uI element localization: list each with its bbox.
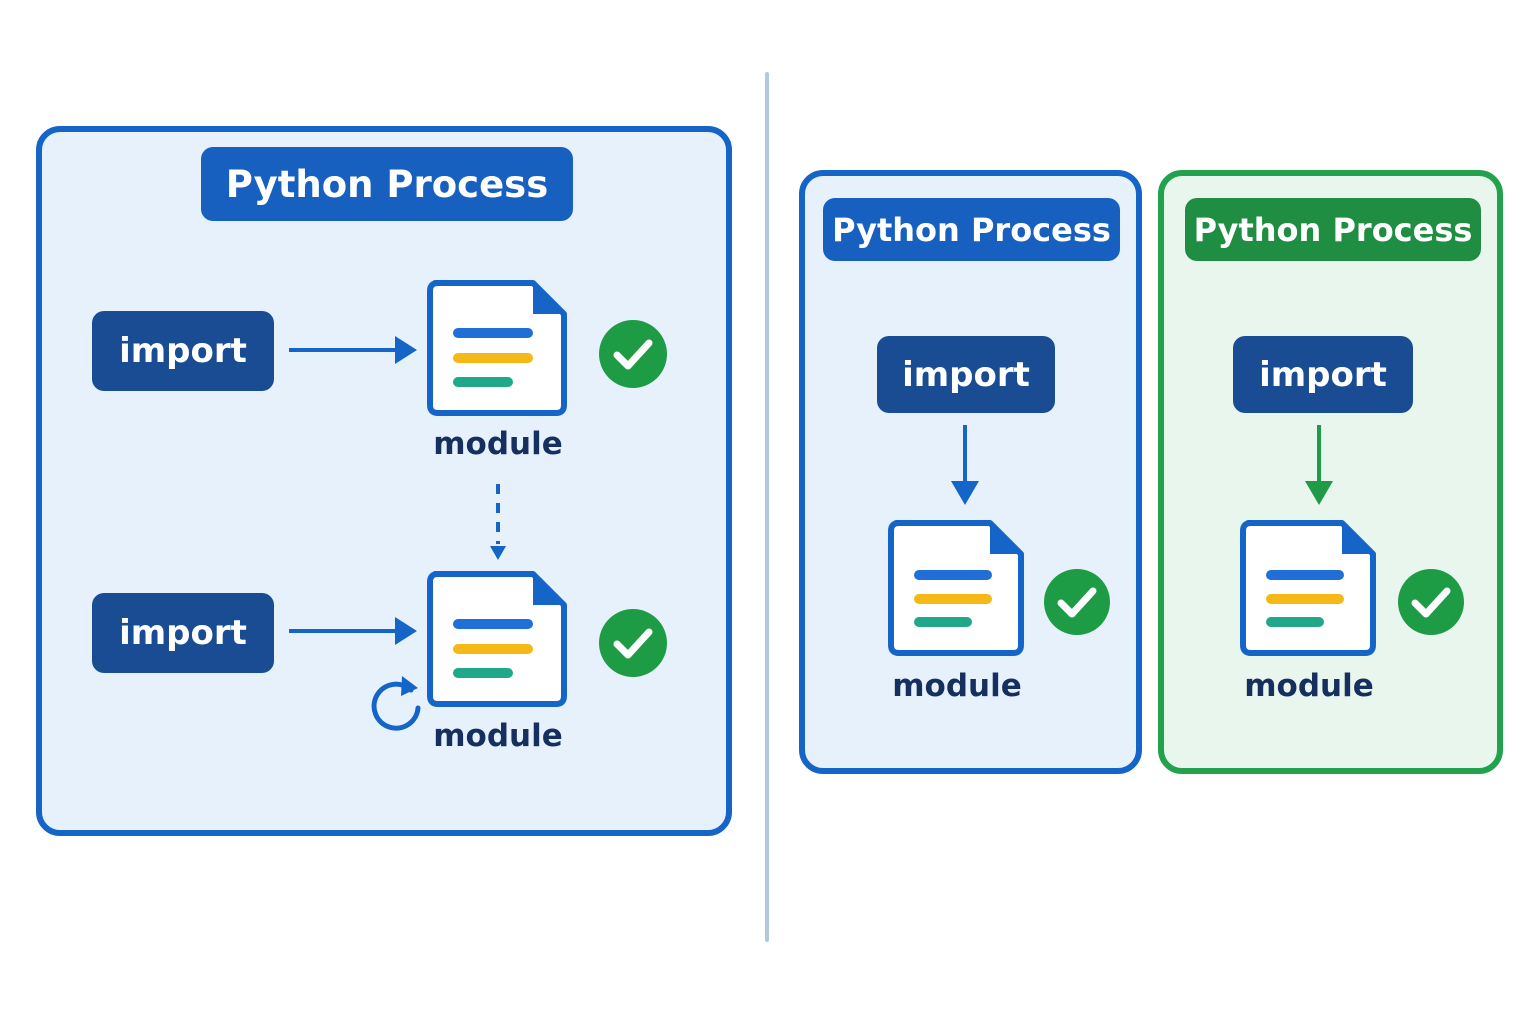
process-box-blue xyxy=(799,170,1142,774)
arrow-down xyxy=(951,425,979,505)
dashed-arrow-down xyxy=(490,484,506,560)
check-icon xyxy=(599,609,667,677)
reload-icon xyxy=(371,676,421,731)
module-label: module xyxy=(1244,668,1374,704)
module-file-icon xyxy=(427,280,567,416)
import-box: import xyxy=(1233,336,1413,413)
left-process-box xyxy=(36,126,732,836)
process-title-green: Python Process xyxy=(1185,198,1481,261)
arrow-right xyxy=(289,617,417,645)
import-box: import xyxy=(877,336,1055,413)
arrow-right xyxy=(289,336,417,364)
process-box-green xyxy=(1158,170,1503,774)
module-label: module xyxy=(892,668,1022,704)
module-label: module xyxy=(433,426,563,462)
import-box: import xyxy=(92,311,274,391)
left-process-title: Python Process xyxy=(201,147,573,221)
process-title-blue: Python Process xyxy=(823,198,1120,261)
import-box: import xyxy=(92,593,274,673)
check-icon xyxy=(599,320,667,388)
module-file-icon xyxy=(888,520,1024,656)
module-file-icon xyxy=(427,571,567,707)
module-label: module xyxy=(433,718,563,754)
arrow-down xyxy=(1305,425,1333,505)
check-icon xyxy=(1398,569,1464,635)
divider-line xyxy=(765,72,769,942)
module-file-icon xyxy=(1240,520,1376,656)
check-icon xyxy=(1044,569,1110,635)
